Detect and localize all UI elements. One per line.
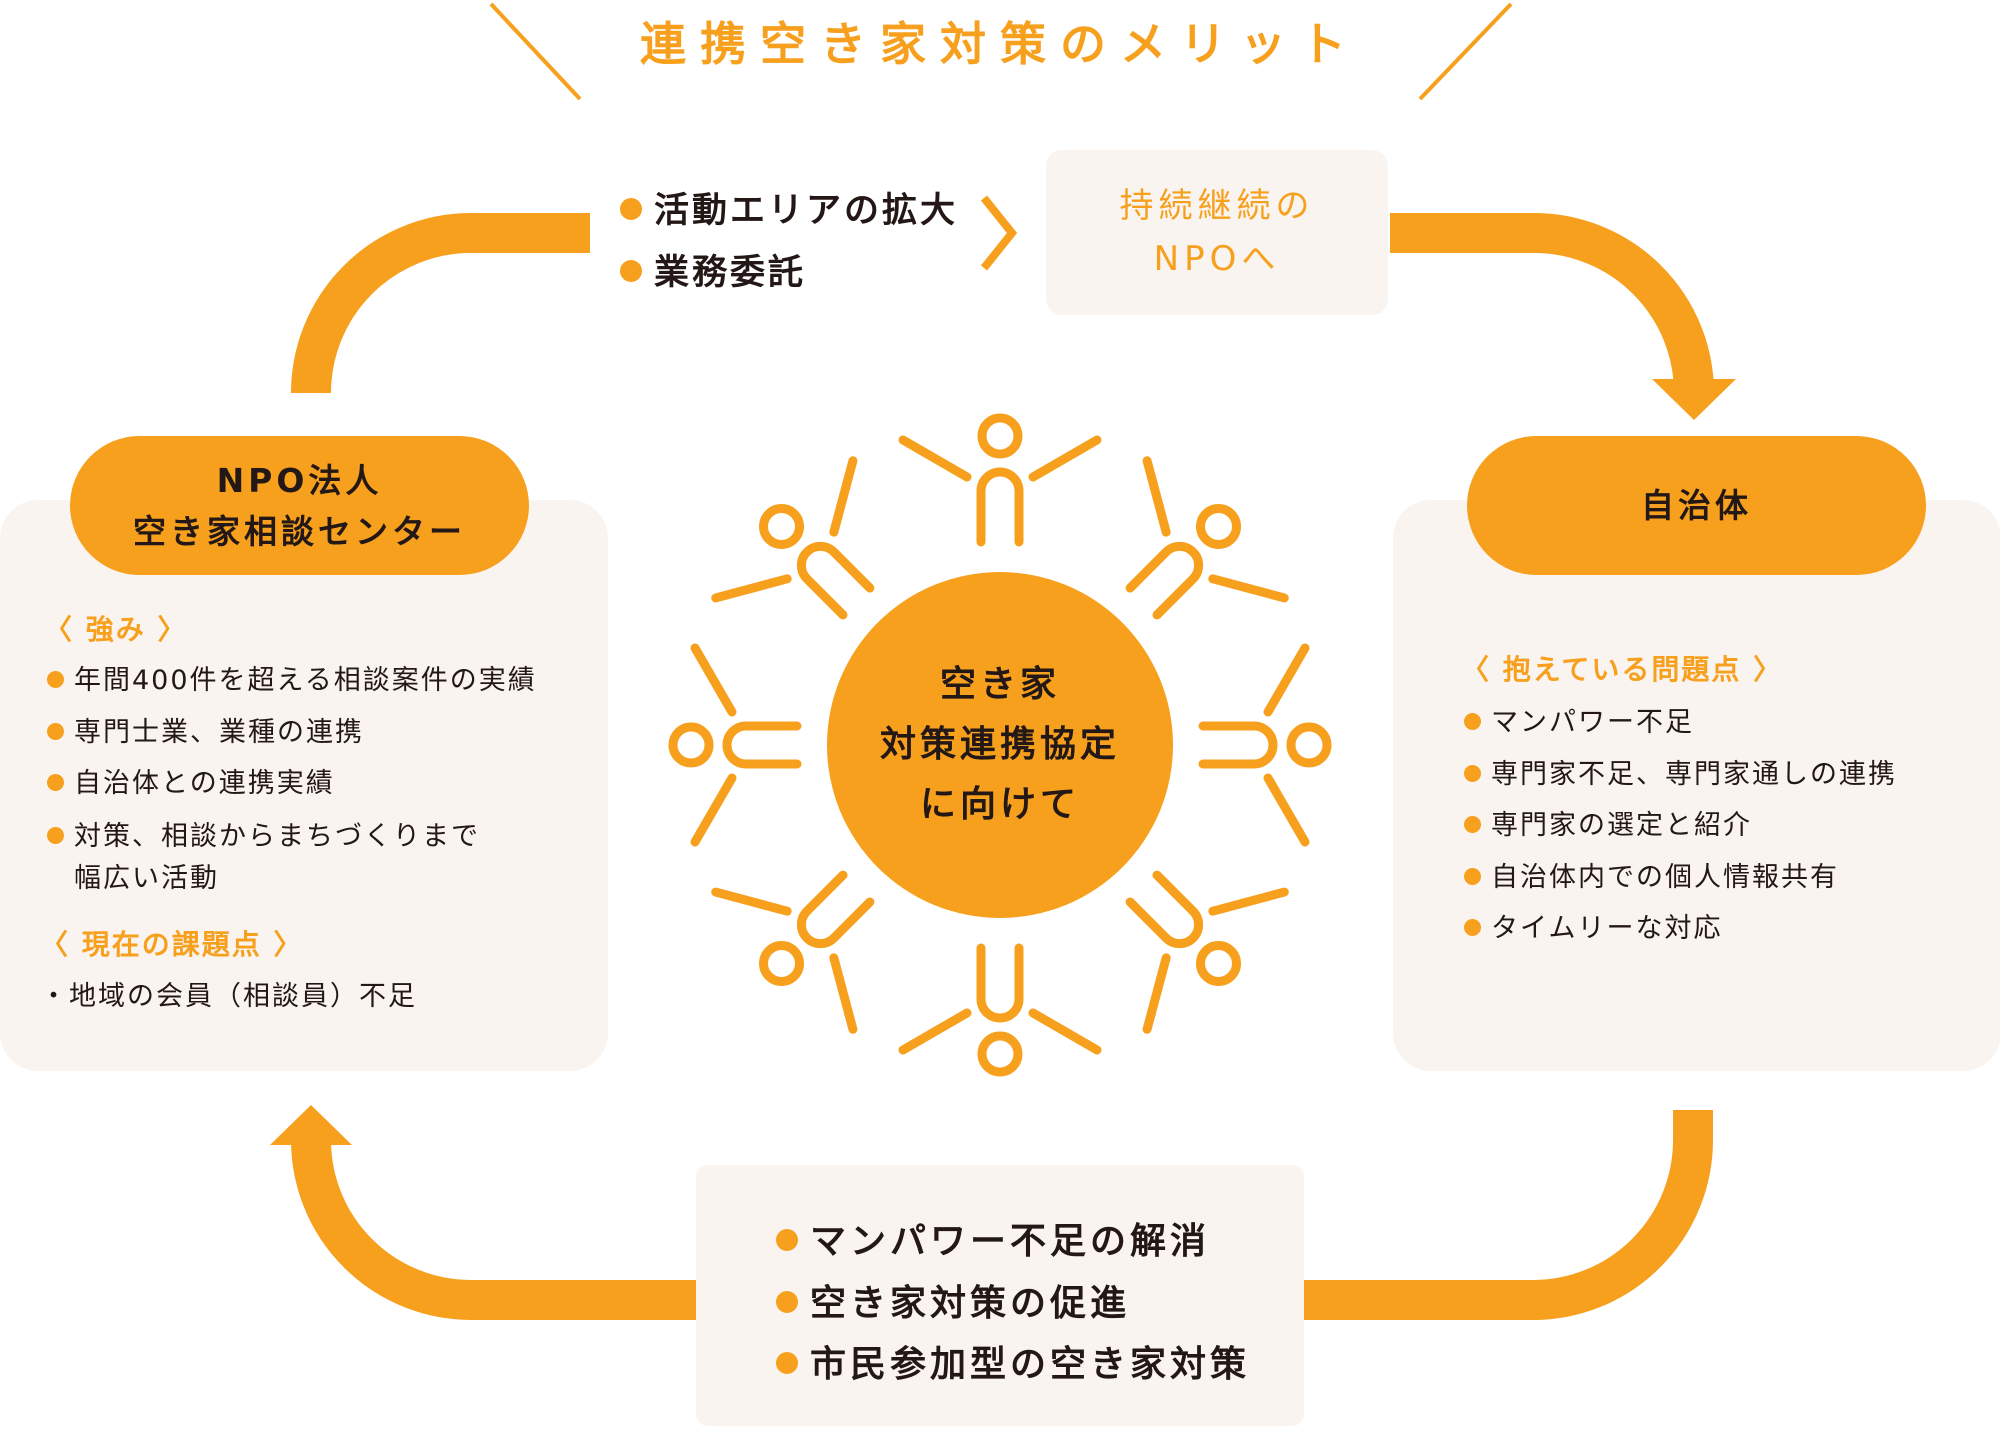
- item-label: 対策、相談からまちづくりまで: [74, 821, 480, 852]
- item-label: 専門士業、業種の連携: [74, 717, 364, 748]
- person-icon: [1198, 643, 1332, 847]
- sustainable-npo-box: 持続継続の NPOへ: [1046, 150, 1388, 315]
- person-icon: [1125, 870, 1289, 1034]
- bullet-icon: [47, 671, 64, 688]
- bullet-icon: [47, 774, 64, 791]
- strength-item: 専門士業、業種の連携: [47, 710, 364, 749]
- person-icon: [1125, 456, 1289, 620]
- bullet-icon: [1464, 816, 1481, 833]
- bullet-icon: [1464, 919, 1481, 936]
- item-label: マンパワー不足: [1491, 707, 1694, 738]
- center-line: 対策連携協定: [879, 724, 1120, 765]
- bullet-icon: [1464, 868, 1481, 885]
- item-label: 専門家不足、専門家通しの連携: [1491, 759, 1897, 790]
- benefit-item: マンパワー不足の解消: [776, 1212, 1210, 1264]
- strength-item: 対策、相談からまちづくりまで: [47, 814, 480, 853]
- bullet-icon: [1464, 765, 1481, 782]
- item-label: 年間400件を超える相談案件の実績: [74, 665, 537, 696]
- center-line: に向けて: [919, 784, 1080, 825]
- item-label: マンパワー不足の解消: [810, 1221, 1211, 1262]
- npo-title-pill: NPO法人 空き家相談センター: [70, 436, 529, 575]
- item-label: 自治体内での個人情報共有: [1491, 862, 1839, 893]
- bullet-icon: [776, 1291, 798, 1313]
- center-circle: 空き家 対策連携協定 に向けて: [827, 572, 1173, 918]
- top-item-label: 活動エリアの拡大: [654, 191, 959, 231]
- person-icon: [898, 943, 1102, 1077]
- npo-title-line: 空き家相談センター: [133, 511, 466, 551]
- strength-item-continued: 幅広い活動: [74, 863, 219, 894]
- person-icon: [898, 413, 1102, 547]
- strengths-heading: 〈 強み 〉: [44, 613, 188, 646]
- result-line: NPOへ: [1153, 238, 1281, 279]
- problem-item: マンパワー不足: [1464, 700, 1694, 739]
- arrow-bottom-left: [291, 1139, 696, 1321]
- npo-panel: 〈 強み 〉 年間400件を超える相談案件の実績 専門士業、業種の連携 自治体と…: [0, 500, 608, 1071]
- arrow-top-left: [291, 213, 590, 394]
- person-icon: [668, 643, 802, 847]
- bullet-icon: [47, 723, 64, 740]
- municipality-title-pill: 自治体: [1467, 436, 1926, 575]
- result-line: 持続継続の: [1119, 185, 1315, 226]
- arrow-top-right: [1390, 213, 1714, 393]
- strength-item: 年間400件を超える相談案件の実績: [47, 658, 537, 697]
- bullet-icon: [776, 1352, 798, 1374]
- arrow-bottom-right: [1304, 1110, 1713, 1320]
- bullet-icon: [776, 1229, 798, 1251]
- benefit-item: 市民参加型の空き家対策: [776, 1335, 1250, 1387]
- problem-item: 専門家の選定と紹介: [1464, 803, 1752, 842]
- arrowhead-up: [270, 1105, 352, 1145]
- problem-item: 自治体内での個人情報共有: [1464, 855, 1839, 894]
- bullet-icon: [47, 827, 64, 844]
- item-label: 自治体との連携実績: [74, 768, 335, 799]
- bullet-icon: [620, 198, 642, 220]
- problem-item: タイムリーな対応: [1464, 906, 1722, 945]
- top-item: 業務委託: [620, 244, 806, 295]
- npo-title-line: NPO法人: [216, 460, 383, 500]
- benefits-box: マンパワー不足の解消 空き家対策の促進 市民参加型の空き家対策: [696, 1165, 1304, 1426]
- strength-item: 自治体との連携実績: [47, 761, 335, 800]
- benefit-item: 空き家対策の促進: [776, 1274, 1130, 1326]
- person-icon: [711, 456, 875, 620]
- problem-item: 専門家不足、専門家通しの連携: [1464, 752, 1897, 791]
- bullet-icon: [1464, 713, 1481, 730]
- municipality-panel: 〈 抱えている問題点 〉 マンパワー不足 専門家不足、専門家通しの連携 専門家の…: [1393, 500, 2000, 1071]
- bullet-icon: [620, 260, 642, 282]
- item-label: 空き家対策の促進: [810, 1283, 1131, 1324]
- item-label: 市民参加型の空き家対策: [810, 1344, 1251, 1385]
- item-label: 専門家の選定と紹介: [1491, 810, 1752, 841]
- diagram-title: 連携空き家対策のメリット: [640, 17, 1360, 71]
- chevron-right-icon: [980, 195, 1018, 271]
- center-line: 空き家: [939, 664, 1060, 705]
- issues-heading: 〈 現在の課題点 〉: [40, 928, 304, 961]
- title-deco-left: [489, 2, 582, 101]
- item-label: タイムリーな対応: [1491, 913, 1723, 944]
- title-deco-right: [1418, 2, 1513, 101]
- issue-item: ・地域の会員（相談員）不足: [40, 981, 417, 1012]
- person-icon: [711, 870, 875, 1034]
- top-item: 活動エリアの拡大: [620, 182, 958, 233]
- arrowhead-down: [1652, 379, 1736, 420]
- top-item-label: 業務委託: [654, 253, 807, 293]
- municipality-title: 自治体: [1641, 486, 1752, 525]
- problems-heading: 〈 抱えている問題点 〉: [1461, 653, 1784, 686]
